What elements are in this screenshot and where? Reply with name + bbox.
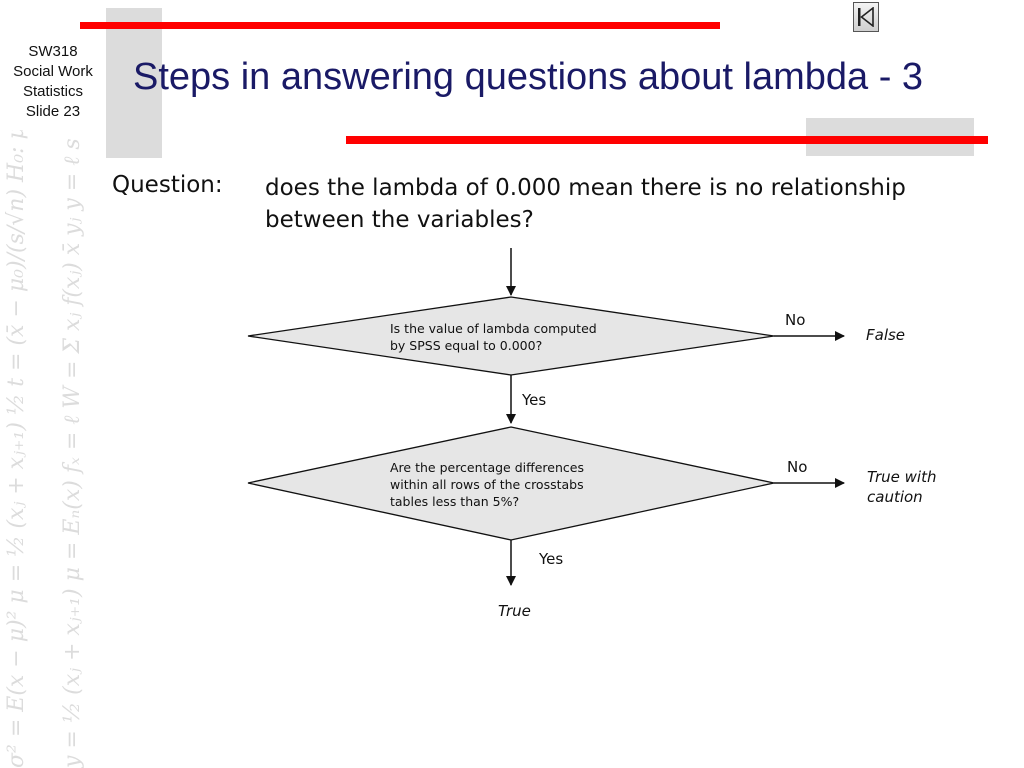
first-slide-icon <box>858 7 874 27</box>
course-subject: Statistics <box>22 83 83 100</box>
first-slide-button[interactable] <box>853 2 879 32</box>
decision2-text-line: Are the percentage differences <box>390 460 584 475</box>
decision2-text-line: tables less than 5%? <box>390 494 520 509</box>
decision2-text: Are the percentage differences within al… <box>390 459 584 510</box>
decision2-no-label: No <box>787 458 808 476</box>
course-label: SW318 Social Work Statistics Slide 23 <box>0 42 106 122</box>
decision1-text: Is the value of lambda computed by SPSS … <box>390 320 597 354</box>
decorative-red-bar-top <box>80 22 720 29</box>
decision1-yes-label: Yes <box>522 391 547 409</box>
decorative-gray-bar-vertical <box>106 8 162 158</box>
outcome-true: True <box>498 602 531 620</box>
slide-title: Steps in answering questions about lambd… <box>133 56 924 98</box>
decorative-red-bar-bottom <box>346 136 988 144</box>
decision2-yes-label: Yes <box>539 550 564 568</box>
decision2-text-line: within all rows of the crosstabs <box>390 477 584 492</box>
outcome-line: caution <box>867 488 923 506</box>
question-label: Question: <box>112 172 223 198</box>
decision1-no-label: No <box>785 311 806 329</box>
decision1-text-line: by SPSS equal to 0.000? <box>390 338 543 353</box>
question-text: does the lambda of 0.000 mean there is n… <box>265 175 906 233</box>
course-code: SW318 <box>28 43 78 60</box>
outcome-false: False <box>866 326 906 344</box>
course-program: Social Work <box>13 63 93 80</box>
decision1-text-line: Is the value of lambda computed <box>390 321 597 336</box>
outcome-line: True with <box>867 468 937 486</box>
outcome-true-with-caution: True with caution <box>867 467 937 507</box>
slide-number: Slide 23 <box>25 103 81 120</box>
